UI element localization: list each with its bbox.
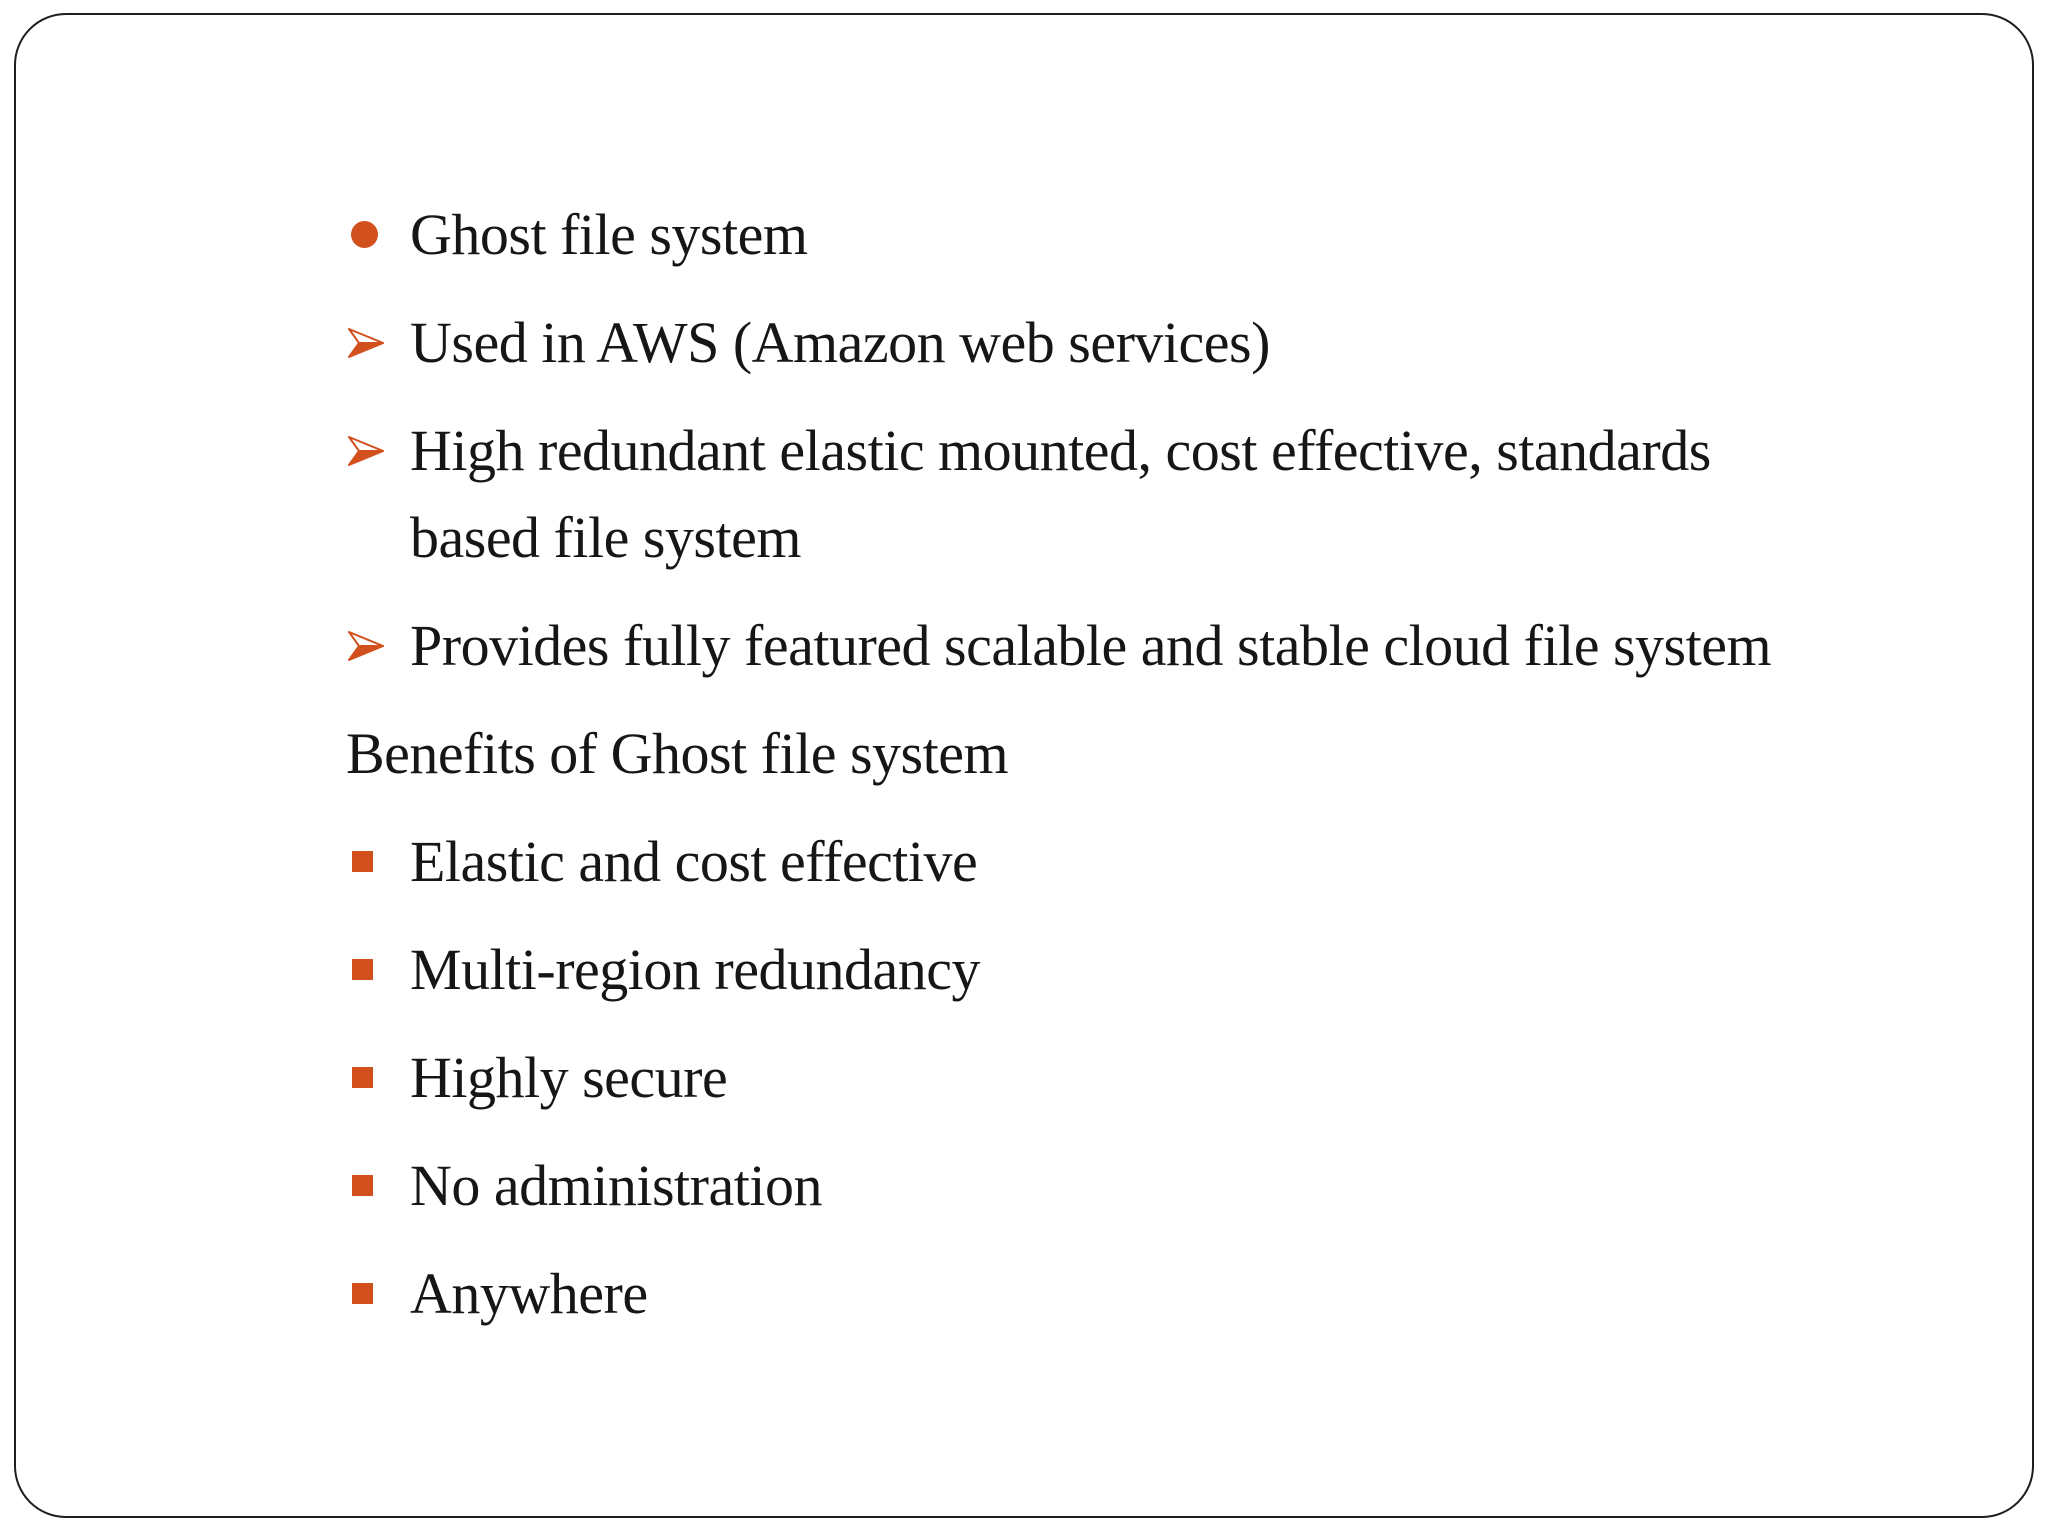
item-text: Multi-region redundancy (410, 937, 980, 1002)
arrow-bullet-icon (348, 630, 384, 661)
list-item: Anywhere (346, 1250, 1982, 1337)
list-item: No administration (346, 1142, 1982, 1229)
square-bullet-icon (352, 851, 373, 872)
item-text: Elastic and cost effective (410, 829, 978, 894)
bullet-marker (346, 407, 410, 494)
bullet-marker (346, 926, 410, 1013)
item-text: Provides fully featured scalable and sta… (410, 613, 1772, 678)
arrow-bullet-icon (348, 435, 384, 466)
item-text: Anywhere (410, 1261, 648, 1326)
bullet-marker (346, 818, 410, 905)
bullet-marker (346, 299, 410, 386)
list-item: Ghost file system (346, 191, 1982, 278)
list-item: Elastic and cost effective (346, 818, 1982, 905)
item-text: High redundant elastic mounted, cost eff… (410, 418, 1711, 570)
square-bullet-icon (352, 1283, 373, 1304)
bullet-marker (346, 191, 410, 278)
bullet-marker (346, 1250, 410, 1337)
list-item: Highly secure (346, 1034, 1982, 1121)
list-item: Used in AWS (Amazon web services) (346, 299, 1982, 386)
square-bullet-icon (352, 959, 373, 980)
list-item: Multi-region redundancy (346, 926, 1982, 1013)
arrow-bullet-icon (348, 327, 384, 358)
list-item: Benefits of Ghost file system (346, 710, 1982, 797)
bullet-marker (346, 1142, 410, 1229)
slide: Ghost file system Used in AWS (Amazon we… (14, 13, 2034, 1518)
item-text: No administration (410, 1153, 822, 1218)
dot-bullet-icon (351, 221, 378, 248)
list-item: High redundant elastic mounted, cost eff… (346, 407, 1982, 581)
item-text: Benefits of Ghost file system (346, 721, 1009, 786)
item-text: Highly secure (410, 1045, 728, 1110)
square-bullet-icon (352, 1067, 373, 1088)
item-text: Used in AWS (Amazon web services) (410, 310, 1270, 375)
list-item: Provides fully featured scalable and sta… (346, 602, 1982, 689)
square-bullet-icon (352, 1175, 373, 1196)
item-text: Ghost file system (410, 202, 808, 267)
bullet-list: Ghost file system Used in AWS (Amazon we… (346, 191, 1982, 1358)
bullet-marker (346, 1034, 410, 1121)
bullet-marker (346, 602, 410, 689)
